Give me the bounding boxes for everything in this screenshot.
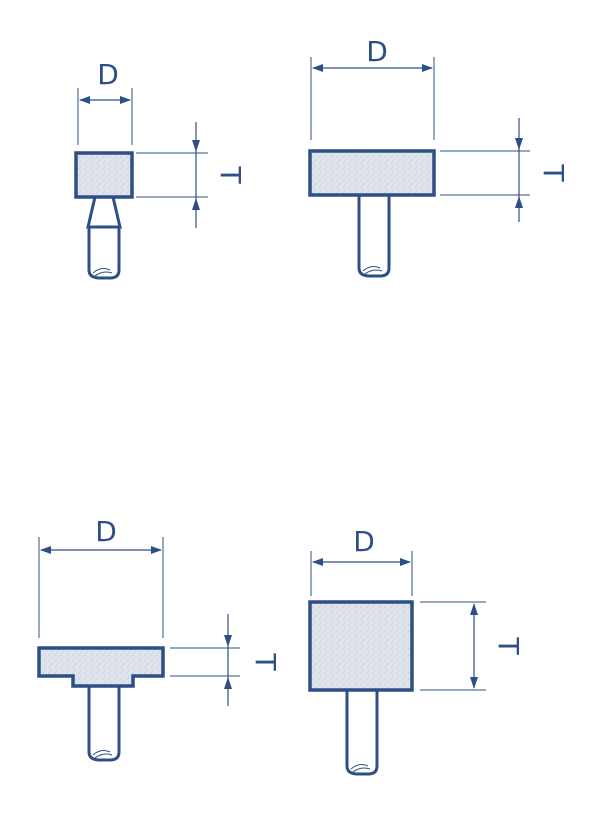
thickness-dimension: T xyxy=(420,601,525,691)
thickness-label: T xyxy=(492,636,525,655)
abrasive-head xyxy=(37,646,165,688)
abrasive-head xyxy=(74,151,134,199)
thickness-dimension: T xyxy=(170,614,282,706)
figure-cylindrical-wide: D T xyxy=(308,35,570,278)
thickness-label: T xyxy=(249,652,282,671)
diameter-label: D xyxy=(95,515,117,548)
thickness-label: T xyxy=(214,165,247,184)
figure-disc-stepped: D T xyxy=(37,515,282,762)
thickness-dimension: T xyxy=(136,122,247,228)
tapered-neck xyxy=(86,195,122,229)
diameter-dimension: D xyxy=(310,35,435,140)
abrasive-head xyxy=(308,600,414,692)
thickness-dimension: T xyxy=(440,118,570,222)
shank xyxy=(87,684,121,762)
figure-cylindrical-small: D T xyxy=(74,58,247,280)
shank xyxy=(345,688,379,776)
diameter-dimension: D xyxy=(38,515,164,638)
diameter-dimension: D xyxy=(310,525,413,596)
abrasive-head xyxy=(308,149,436,197)
diameter-label: D xyxy=(353,525,375,558)
diameter-label: D xyxy=(366,35,388,68)
shank xyxy=(357,193,391,278)
shank xyxy=(87,225,121,280)
diameter-label: D xyxy=(97,58,119,91)
figure-cylindrical-square: D T xyxy=(308,525,525,776)
thickness-label: T xyxy=(537,163,570,182)
diameter-dimension: D xyxy=(77,58,133,145)
